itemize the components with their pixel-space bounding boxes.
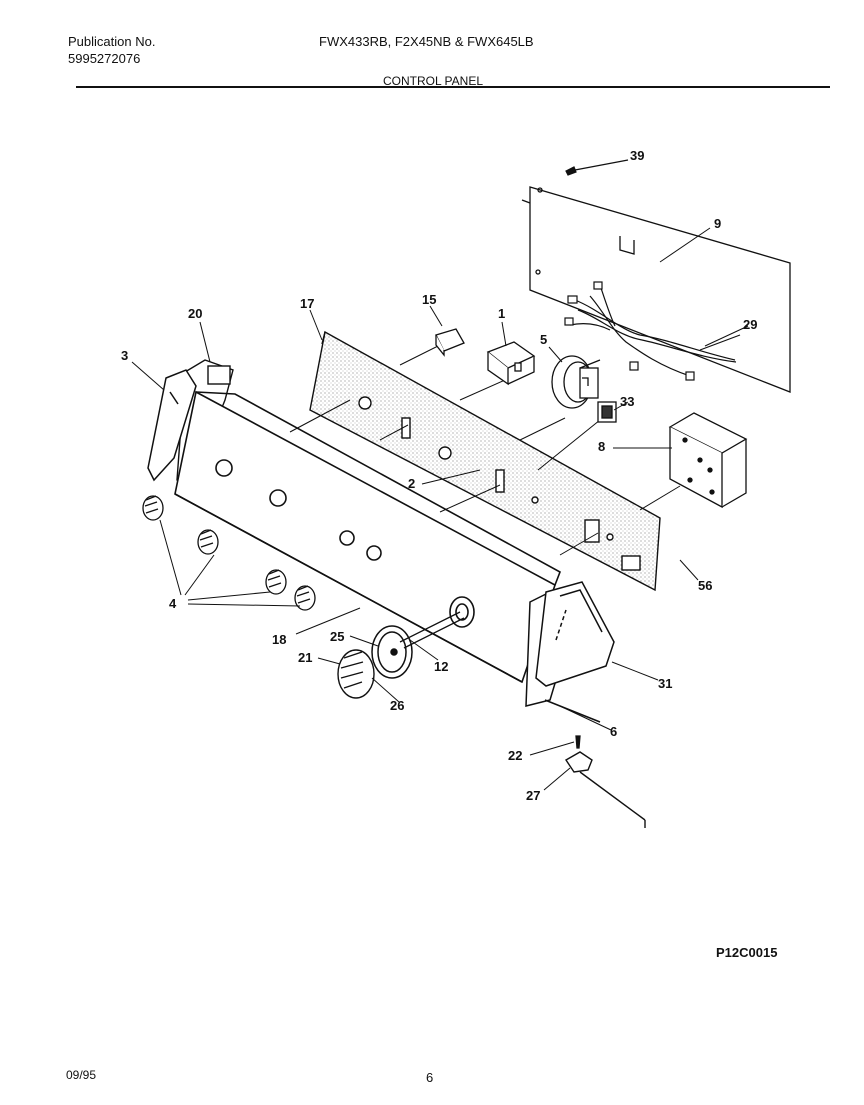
callout-29: 29 <box>743 317 757 332</box>
callout-17: 17 <box>300 296 314 311</box>
callout-2: 2 <box>408 476 415 491</box>
knob-d <box>294 585 316 611</box>
leader-lines <box>131 227 749 791</box>
screw-22 <box>575 735 581 749</box>
switch-1 <box>486 341 536 386</box>
knob-a <box>142 495 164 521</box>
callout-31: 31 <box>658 676 672 691</box>
publication-label: Publication No. <box>68 34 156 49</box>
callout-26: 26 <box>390 698 404 713</box>
knob-c <box>265 569 287 595</box>
callout-3: 3 <box>121 348 128 363</box>
dial-skirt-25 <box>371 625 413 679</box>
wire-harness <box>564 281 741 381</box>
right-end-cap-31 <box>525 581 615 723</box>
page-number: 6 <box>426 1070 434 1085</box>
timer-5 <box>551 355 601 409</box>
knob-b <box>197 529 219 555</box>
header-rule <box>76 86 830 88</box>
callout-8: 8 <box>598 439 605 454</box>
callout-12: 12 <box>434 659 448 674</box>
publication-number: 5995272076 <box>68 51 141 66</box>
terminal-block-8 <box>668 412 748 509</box>
callout-22: 22 <box>508 748 522 763</box>
model-numbers: FWX433RB, F2X45NB & FWX645LB <box>319 34 534 49</box>
callout-1: 1 <box>498 306 505 321</box>
switch-15 <box>435 328 465 357</box>
callout-9: 9 <box>714 216 721 231</box>
callout-25: 25 <box>330 629 344 644</box>
revision-date: 09/95 <box>66 1068 97 1082</box>
clip-27 <box>565 751 646 828</box>
assembly-lines <box>289 345 681 556</box>
callout-4: 4 <box>169 596 177 611</box>
callout-20: 20 <box>188 306 202 321</box>
callout-18: 18 <box>272 632 286 647</box>
callout-15: 15 <box>422 292 436 307</box>
screw-39 <box>565 159 629 176</box>
callout-33: 33 <box>620 394 634 409</box>
control-console-18 <box>174 390 561 684</box>
callout-6: 6 <box>610 724 617 739</box>
connector-33 <box>597 401 617 423</box>
section-title: CONTROL PANEL <box>383 74 484 88</box>
callout-5: 5 <box>540 332 547 347</box>
left-trim-3 <box>147 369 197 482</box>
callout-39: 39 <box>630 148 644 163</box>
timer-knob-21 <box>337 649 375 699</box>
diagram-code: P12C0015 <box>716 945 778 960</box>
callout-56: 56 <box>698 578 712 593</box>
callout-21: 21 <box>298 650 312 665</box>
rear-control-panel <box>309 330 661 592</box>
small-knobs-4 <box>142 495 316 611</box>
callout-27: 27 <box>526 788 540 803</box>
